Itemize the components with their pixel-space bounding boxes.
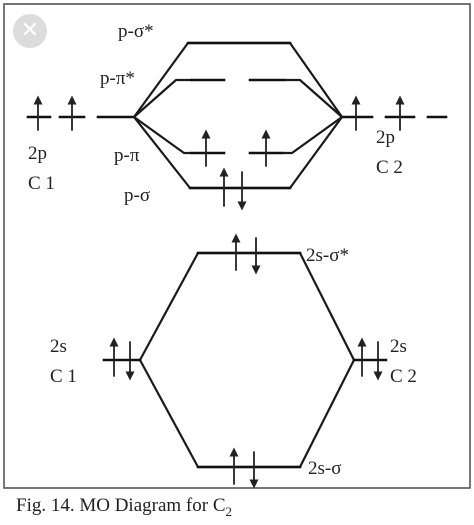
label-left-2s-atom: C 1 [50, 366, 77, 387]
label-p-sigma-star: p-σ* [118, 21, 154, 42]
figure-frame [3, 3, 471, 489]
label-s2-sigma-star: 2s-σ* [306, 245, 349, 266]
p-sigma-star-connector [132, 41, 344, 119]
close-icon[interactable]: ✕ [13, 14, 47, 48]
p-pi-right-connector [280, 115, 344, 155]
figure-caption-main: Fig. 14. MO Diagram for C [16, 495, 226, 516]
label-left-2s-orbital: 2s [50, 336, 67, 357]
s2-sigma-star-connector [138, 251, 356, 362]
p-sigma-connector [132, 115, 344, 190]
label-right-2p-orbital: 2p [376, 127, 395, 148]
label-right-2s-orbital: 2s [390, 336, 407, 357]
p-pi-left-connector [132, 115, 194, 155]
figure-caption-subscript: 2 [226, 504, 233, 519]
label-right-2p-atom: C 2 [376, 157, 403, 178]
label-right-2s-atom: C 2 [390, 366, 417, 387]
label-p-pi-star: p-π* [100, 68, 135, 89]
s2-sigma-connector [138, 358, 356, 469]
p-pi-star-left-connector [132, 78, 194, 119]
label-left-2p-orbital: 2p [28, 143, 47, 164]
label-left-2p-atom: C 1 [28, 173, 55, 194]
label-s2-sigma: 2s-σ [308, 458, 341, 479]
figure-caption: Fig. 14. MO Diagram for C2 [16, 495, 232, 519]
label-p-pi: p-π [114, 145, 140, 166]
label-p-sigma: p-σ [124, 185, 150, 206]
p-pi-star-right-connector [282, 78, 344, 119]
